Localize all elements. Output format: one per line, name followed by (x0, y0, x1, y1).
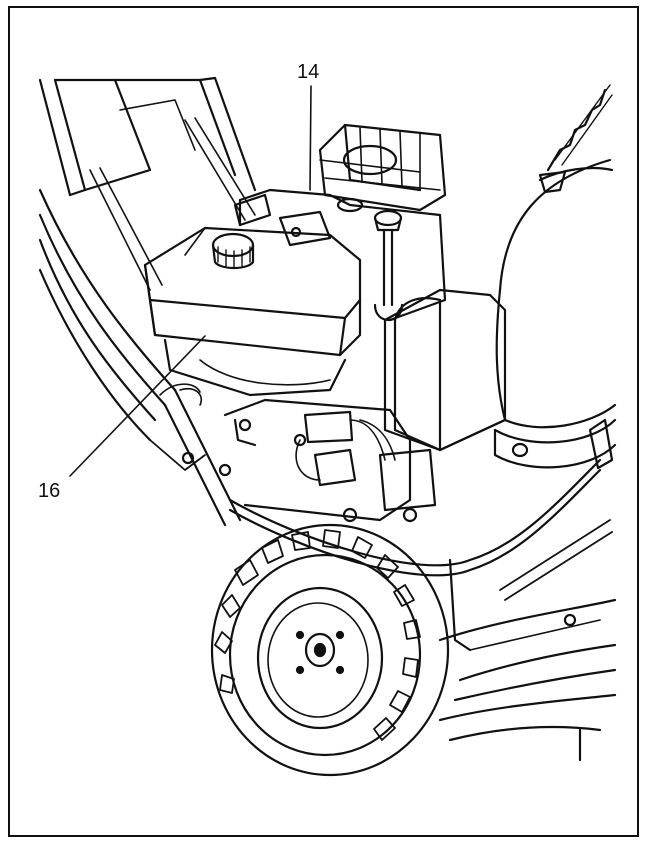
leader-lines (69, 85, 312, 477)
callout-16: 16 (38, 480, 61, 502)
frame-tubes (38, 188, 242, 527)
engine-shroud (383, 288, 507, 452)
callout-14: 14 (297, 61, 320, 83)
auger-housing (438, 519, 617, 762)
wheel (210, 523, 450, 777)
illustration-frame (8, 6, 639, 837)
frame-plate (223, 398, 602, 577)
fuel-tank (143, 226, 362, 397)
handle-frame (38, 76, 257, 291)
discharge-chute (493, 84, 617, 470)
muffler-guard (318, 123, 447, 212)
